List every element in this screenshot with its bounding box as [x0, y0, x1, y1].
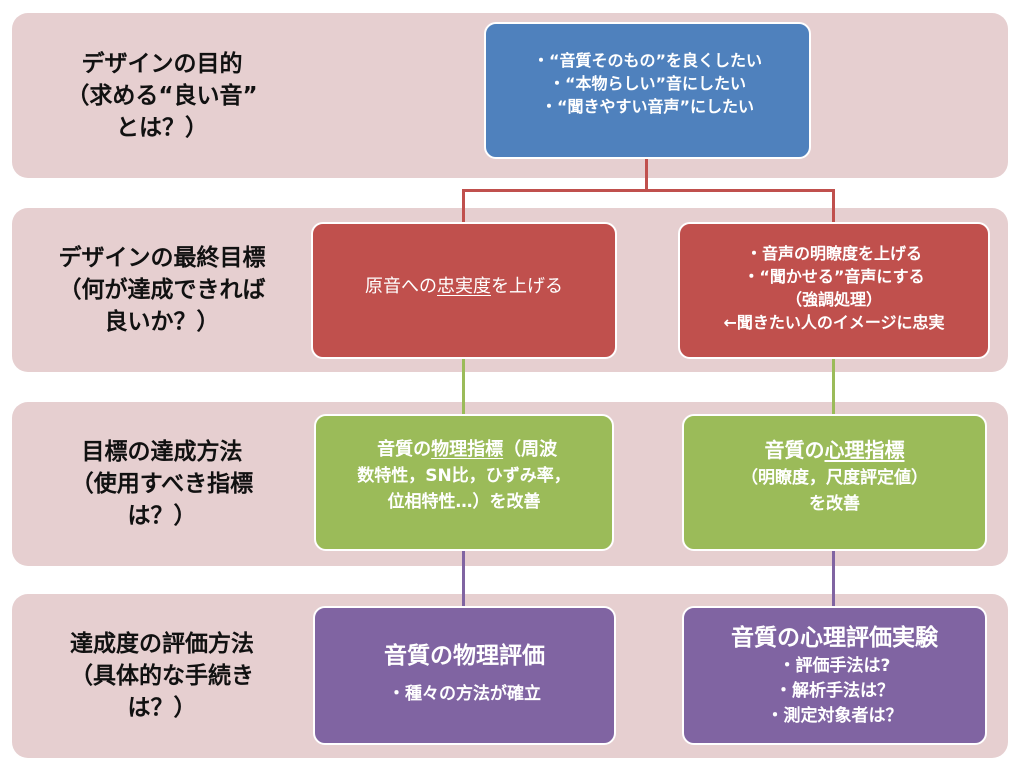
- method-physical-line1: 音質の物理指標（周波: [371, 437, 557, 463]
- goal-clarity-item: （強調処理）: [785, 289, 882, 309]
- method-physical-line3: 位相特性…）を改善: [387, 491, 541, 512]
- eval-psych-item: ・測定対象者は？: [766, 706, 903, 726]
- method-physical-box: 音質の物理指標（周波 数特性，SN比，ひずみ率， 位相特性…）を改善: [314, 414, 614, 551]
- eval-physical-title: 音質の物理評価: [384, 642, 545, 669]
- connector-purpose-stem: [645, 158, 648, 192]
- method-psych-box: 音質の心理指標 （明瞭度，尺度評定値） を改善: [682, 414, 987, 551]
- method-physical-post: （周波: [503, 438, 558, 460]
- method-psych-line3: を改善: [809, 493, 860, 514]
- row-label-line: デザインの目的: [81, 50, 243, 77]
- row-label-line: 良いか？）: [104, 309, 220, 335]
- method-psych-underlined: 心理指標: [824, 437, 905, 462]
- eval-physical-box: 音質の物理評価 ・種々の方法が確立: [313, 606, 616, 745]
- connector-goal-method-right: [832, 358, 835, 414]
- goal-clarity-item: ←聞きたい人のイメージに忠実: [723, 312, 945, 332]
- row-label-purpose: デザインの目的 （求める“良い音” とは？）: [12, 13, 312, 178]
- eval-psych-item: ・解析手法は？: [775, 681, 894, 701]
- row-label-final-goal: デザインの最終目標 （何が達成できれば 良いか？）: [12, 208, 312, 372]
- row-label-evaluation: 達成度の評価方法 （具体的な手続き は？）: [12, 594, 312, 758]
- goal-clarity-item: ・“聞かせる”音声にする: [743, 266, 925, 286]
- method-psych-line1: 音質の心理指標: [765, 435, 905, 465]
- row-label-line: （具体的な手続き: [70, 663, 254, 689]
- eval-psych-box: 音質の心理評価実験 ・評価手法は? ・解析手法は？ ・測定対象者は？: [682, 606, 987, 745]
- row-label-line: デザインの最終目標: [58, 245, 266, 271]
- connector-purpose-branch: [462, 189, 835, 192]
- row-label-line: とは？）: [116, 114, 208, 141]
- row-label-line: （求める“良い音”: [66, 82, 258, 109]
- connector-method-eval-right: [832, 550, 835, 606]
- goal-fidelity-text: 原音への忠実度を上げる: [365, 274, 563, 300]
- connector-goal-method-left: [462, 358, 465, 414]
- connector-method-eval-left: [462, 550, 465, 606]
- connector-purpose-left: [462, 189, 465, 223]
- row-label-method: 目標の達成方法 （使用すべき指標 は？）: [12, 402, 312, 566]
- row-label-line: （使用すべき指標: [70, 471, 254, 497]
- method-physical-underlined: 物理指標: [431, 438, 504, 460]
- row-label-line: （何が達成できれば: [58, 277, 266, 303]
- row-label-line: 目標の達成方法: [81, 439, 243, 465]
- connector-purpose-right: [832, 189, 835, 223]
- row-label-line: は？）: [127, 695, 197, 721]
- eval-psych-item: ・評価手法は?: [778, 656, 891, 676]
- method-psych-pre: 音質の: [764, 437, 825, 462]
- method-physical-pre: 音質の: [377, 438, 432, 460]
- method-psych-line2: （明瞭度，尺度評定値）: [741, 467, 928, 488]
- purpose-box: ・“音質そのもの”を良くしたい ・“本物らしい”音にしたい ・“聞きやすい音声”…: [484, 22, 811, 159]
- purpose-item: ・“本物らしい”音にしたい: [548, 74, 747, 93]
- method-physical-line2: 数特性，SN比，ひずみ率，: [357, 465, 571, 486]
- eval-psych-title: 音質の心理評価実験: [731, 625, 938, 651]
- goal-fidelity-pre: 原音への: [365, 275, 437, 297]
- row-label-line: は？）: [127, 503, 197, 529]
- purpose-item: ・“聞きやすい音声”にしたい: [540, 97, 755, 116]
- purpose-item: ・“音質そのもの”を良くしたい: [532, 51, 763, 70]
- goal-clarity-item: ・音声の明瞭度を上げる: [745, 243, 922, 263]
- goal-fidelity-box: 原音への忠実度を上げる: [311, 222, 617, 359]
- row-label-line: 達成度の評価方法: [70, 631, 254, 657]
- eval-physical-item: ・種々の方法が確立: [388, 683, 541, 704]
- goal-clarity-box: ・音声の明瞭度を上げる ・“聞かせる”音声にする （強調処理） ←聞きたい人のイ…: [678, 222, 990, 359]
- goal-fidelity-underlined: 忠実度: [437, 275, 491, 297]
- goal-fidelity-post: を上げる: [491, 275, 563, 297]
